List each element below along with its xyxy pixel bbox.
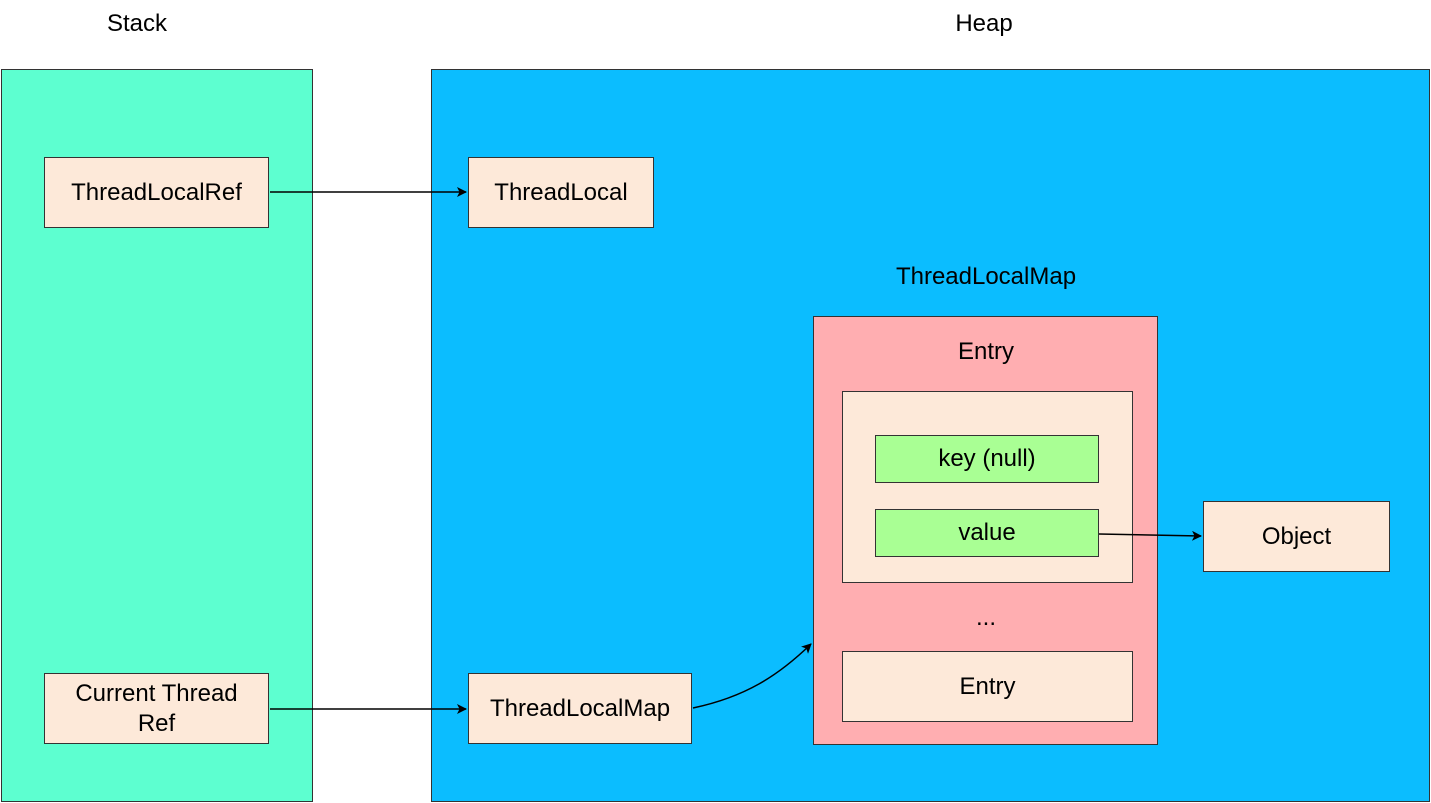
entry-title: Entry [957, 338, 1014, 365]
value-field: value [875, 509, 1099, 557]
stack-label: Stack [106, 10, 168, 37]
entry-box-2: Entry [842, 651, 1133, 722]
current-thread-ref-node: Current Thread Ref [44, 673, 269, 744]
thread-local-node: ThreadLocal [468, 157, 654, 228]
thread-local-map-title: ThreadLocalMap [895, 263, 1077, 290]
key-field: key (null) [875, 435, 1099, 483]
ellipsis: ... [975, 604, 996, 631]
object-node: Object [1203, 501, 1390, 572]
thread-local-ref-node: ThreadLocalRef [44, 157, 269, 228]
heap-label: Heap [955, 10, 1013, 37]
thread-local-map-node: ThreadLocalMap [468, 673, 692, 744]
